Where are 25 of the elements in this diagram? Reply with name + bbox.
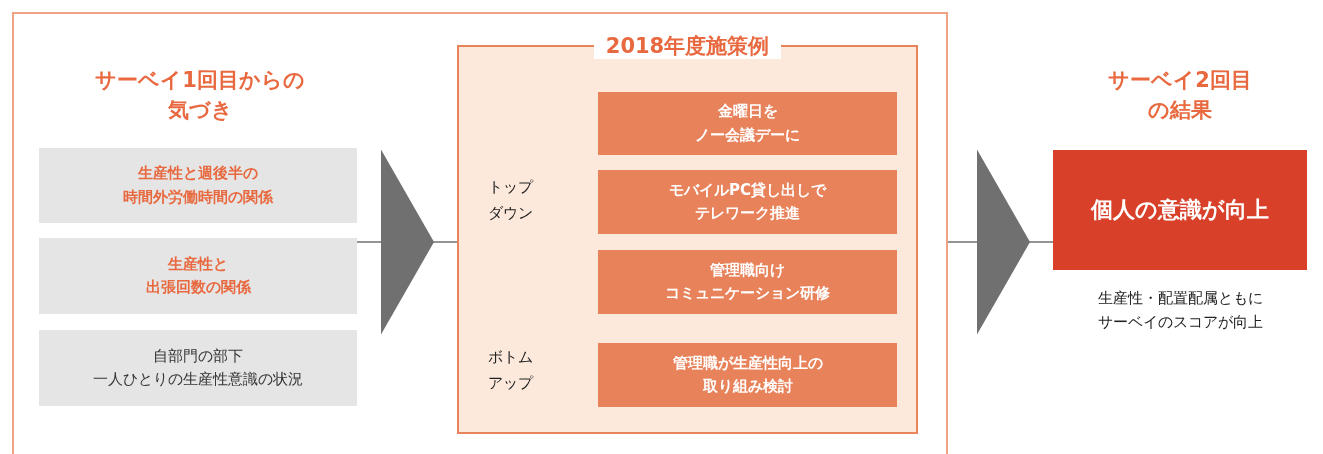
box-text: 生産性と週後半の時間外労働時間の関係 xyxy=(123,163,273,208)
section-heading: サーベイ1回目からの気づき xyxy=(95,66,305,124)
box-text: モバイルPC貸し出しでテレワーク推進 xyxy=(669,179,826,224)
result-note: 生産性・配置配属ともにサーベイのスコアが向上 xyxy=(1096,288,1264,333)
panel-heading: 2018年度施策例 xyxy=(593,34,782,60)
box-text: 個人の意識が向上 xyxy=(1091,196,1269,224)
measure-box xyxy=(598,250,897,314)
measure-box xyxy=(598,343,897,407)
box-text: 金曜日をノー会議デーに xyxy=(695,101,800,146)
chevron-arrow xyxy=(947,149,1054,335)
box-text: 管理職が生産性向上の取り組み検討 xyxy=(672,352,823,397)
section-heading: サーベイ2回目の結果 xyxy=(1108,66,1252,124)
finding-box xyxy=(39,238,357,314)
box-text: 生産性と出張回数の関係 xyxy=(145,253,251,298)
chevron-arrow xyxy=(356,149,458,335)
finding-box xyxy=(39,330,357,406)
measure-box xyxy=(598,92,897,155)
result-box xyxy=(1053,150,1307,270)
group-label: トップダウン xyxy=(486,177,535,224)
finding-box xyxy=(39,148,357,223)
box-text: 管理職向けコミュニケーション研修 xyxy=(665,259,830,304)
frame-box xyxy=(12,12,948,454)
measure-box xyxy=(598,170,897,234)
group-label: ボトムアップ xyxy=(486,347,535,394)
box-text: 自部門の部下一人ひとりの生産性意識の状況 xyxy=(93,345,303,390)
